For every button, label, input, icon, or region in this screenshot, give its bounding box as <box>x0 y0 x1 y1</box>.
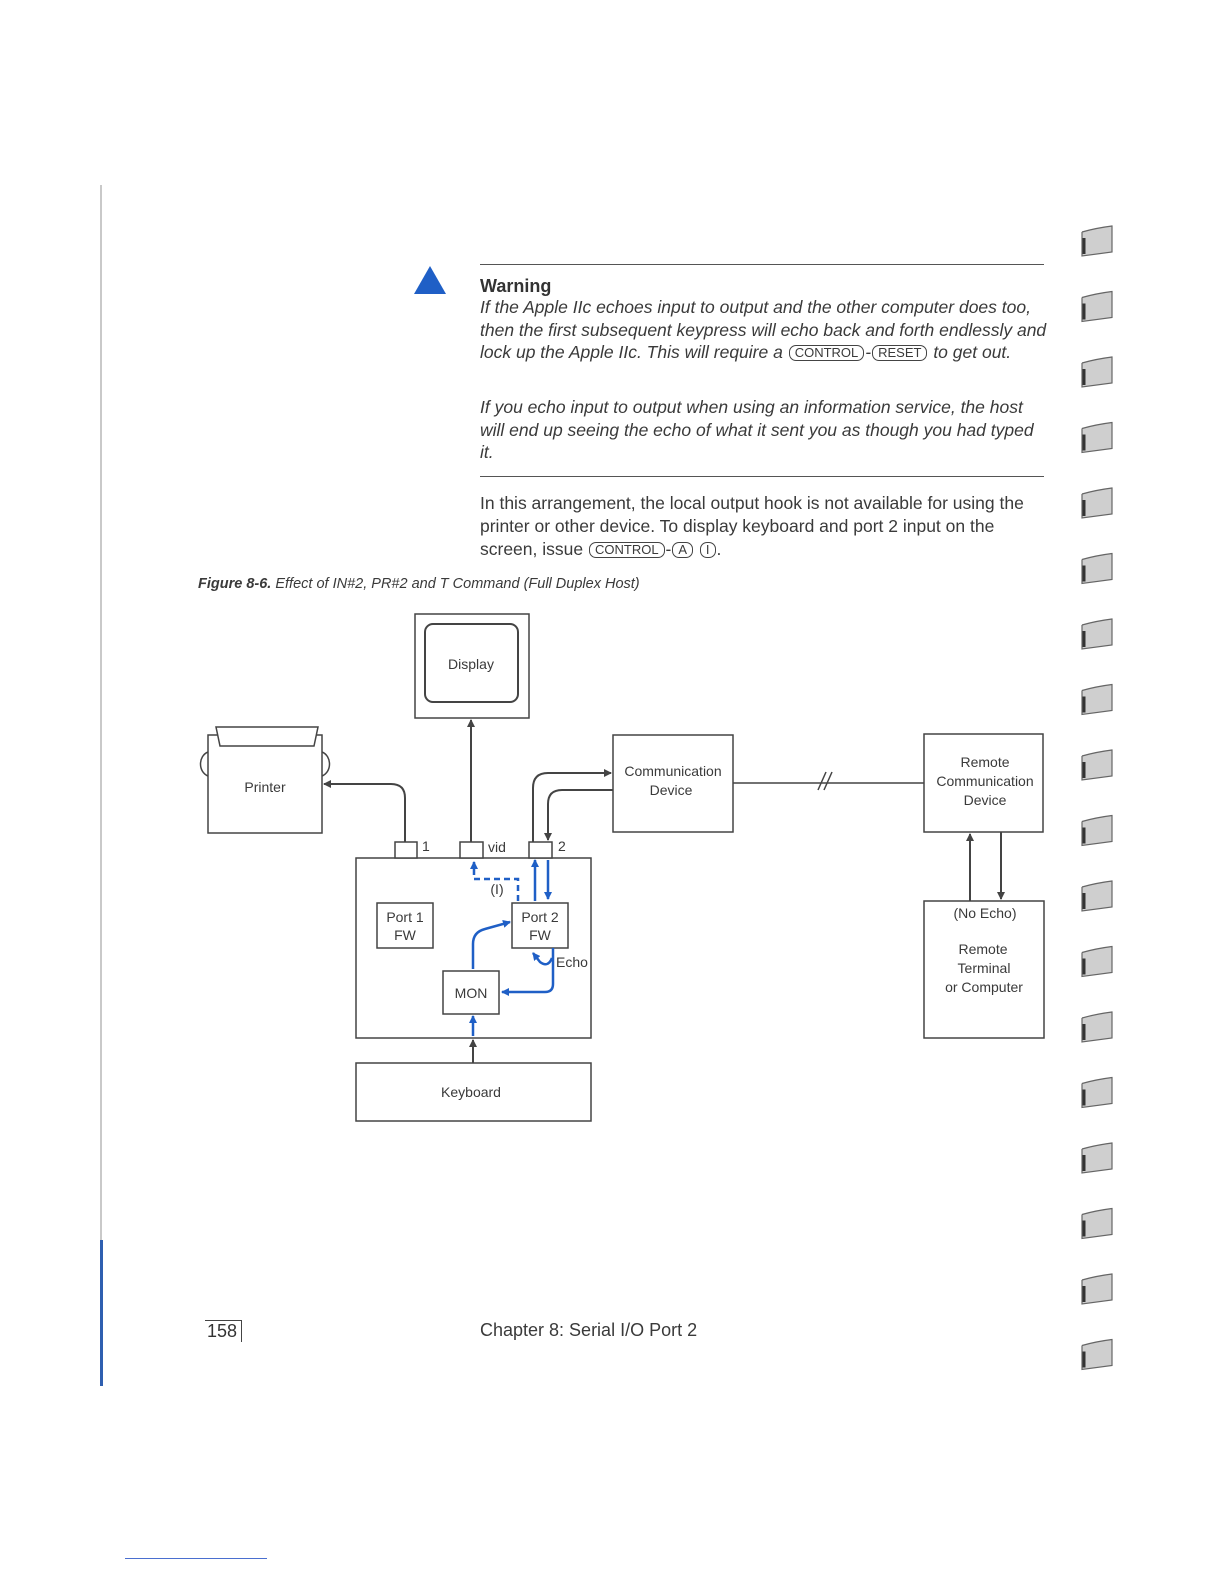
remote-comm-label-1: Remote <box>960 754 1009 770</box>
figure-caption-text: Effect of IN#2, PR#2 and T Command (Full… <box>275 576 640 592</box>
remote-terminal-label-2: Terminal <box>958 960 1011 976</box>
figure-caption: Figure 8-6. Effect of IN#2, PR#2 and T C… <box>198 576 640 592</box>
warning-paragraph-1: If the Apple IIc echoes input to output … <box>480 297 1047 362</box>
binding-coil <box>1081 1142 1113 1174</box>
warning-bottom-rule <box>480 476 1044 477</box>
binding-coil <box>1081 749 1113 781</box>
warning-title: Warning <box>480 276 552 296</box>
binding-coil <box>1081 1011 1113 1043</box>
gray-connectors <box>323 719 613 1063</box>
binding-coil <box>1081 290 1113 323</box>
key-control: CONTROL <box>588 542 665 558</box>
blue-signal-paths <box>469 859 555 1036</box>
no-echo-label: (No Echo) <box>953 905 1016 921</box>
port1-fw-label-2: FW <box>394 927 417 943</box>
port-1-number: 1 <box>422 838 430 854</box>
warning-paragraph-1-text: If the Apple IIc echoes input to output … <box>480 297 1047 362</box>
remote-terminal-label-3: or Computer <box>945 979 1023 995</box>
key-control: CONTROL <box>788 345 865 361</box>
remote-communication-device: Remote Communication Device <box>923 733 1044 833</box>
printer-label: Printer <box>244 779 286 795</box>
figure-caption-label: Figure 8-6. <box>198 576 272 592</box>
page-binding-edge <box>100 185 102 1385</box>
binding-coil <box>1081 945 1113 978</box>
body-paragraph: In this arrangement, the local output ho… <box>480 493 1024 559</box>
vid-label: vid <box>488 839 506 855</box>
port2-fw-label-2: FW <box>529 927 552 943</box>
binding-coil <box>1081 487 1113 519</box>
page-binding-edge-accent <box>100 1240 103 1386</box>
remote-terminal-label-1: Remote <box>958 941 1007 957</box>
port2-fw-label-1: Port 2 <box>521 909 559 925</box>
warning-top-rule <box>480 264 1044 265</box>
key-a: A <box>672 542 694 558</box>
binding-coil <box>1081 814 1113 847</box>
keyboard-label: Keyboard <box>441 1084 501 1100</box>
printer: Printer <box>199 726 331 834</box>
key-reset: RESET <box>872 345 928 361</box>
port1-fw-label-1: Port 1 <box>386 909 424 925</box>
binding-coil <box>1081 880 1113 912</box>
remote-terminal: (No Echo) Remote Terminal or Computer <box>923 900 1045 1039</box>
warning-triangle-icon <box>414 266 446 294</box>
communication-device: Communication Device <box>612 734 734 833</box>
bottom-link-underline <box>125 1558 267 1559</box>
warning-paragraph-2: If you echo input to output when using a… <box>480 397 1034 462</box>
keyboard: Keyboard <box>355 1062 592 1122</box>
binding-coil <box>1081 356 1113 388</box>
apple-iic-box: 1 vid 2 Port 1 FW Port 2 FW MON (I) Echo <box>355 838 592 1039</box>
phone-line <box>733 771 924 791</box>
running-footer: Chapter 8: Serial I/O Port 2 <box>480 1320 698 1340</box>
binding-coil <box>1081 683 1113 716</box>
comm-device-label-2: Device <box>650 782 693 798</box>
binding-coil <box>1081 618 1113 650</box>
i-label: (I) <box>490 881 503 897</box>
display-label: Display <box>448 656 494 672</box>
comm-device-label-1: Communication <box>624 763 721 779</box>
body-paragraph-text: In this arrangement, the local output ho… <box>480 493 1024 559</box>
warning-paragraph-1-end: to get out. <box>933 342 1012 362</box>
binding-coil <box>1081 225 1113 257</box>
port-2-number: 2 <box>558 838 566 854</box>
key-i: I <box>699 542 716 558</box>
binding-coil <box>1081 421 1113 454</box>
spiral-binding <box>1081 225 1113 1371</box>
remote-comm-label-2: Communication <box>936 773 1033 789</box>
mon-label: MON <box>455 985 488 1001</box>
remote-comm-label-3: Device <box>964 792 1007 808</box>
echo-label: Echo <box>556 954 588 970</box>
binding-coil <box>1081 1076 1113 1109</box>
binding-coil <box>1081 1273 1113 1305</box>
page-number: 158 <box>205 1320 243 1342</box>
display-monitor: Display <box>414 613 530 719</box>
binding-coil <box>1081 552 1113 585</box>
binding-coil <box>1081 1338 1113 1371</box>
binding-coil <box>1081 1207 1113 1240</box>
